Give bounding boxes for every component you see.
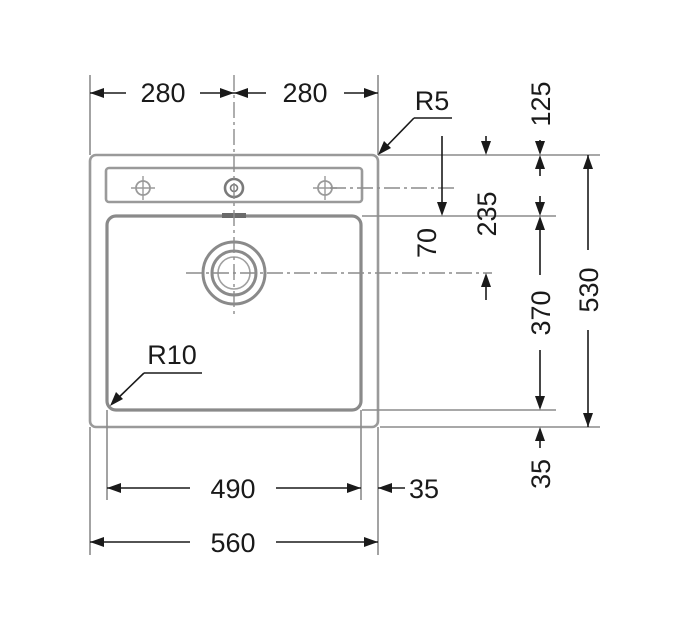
- tap-hole-left-icon: [131, 176, 155, 200]
- dimension-top: [90, 88, 378, 98]
- label-tap-offset-top: 125: [526, 81, 556, 126]
- dimension-bowl-width: [107, 483, 405, 493]
- label-corner-radius-outer: R5: [415, 86, 450, 116]
- label-corner-radius-bowl: R10: [147, 340, 197, 370]
- label-total-width: 560: [210, 528, 255, 558]
- label-rim-bottom: 35: [526, 459, 556, 489]
- sink-outer-edge: [88, 153, 380, 429]
- label-bowl-depth: 370: [526, 290, 556, 335]
- center-lines: [186, 75, 492, 318]
- dimension-235: [481, 136, 491, 300]
- dimension-70: [437, 136, 447, 216]
- extension-lines: [89, 75, 600, 555]
- label-top-left-half: 280: [140, 78, 185, 108]
- dimension-labels: 280 280 R5 R10 490 35 560 125 70 235 370…: [140, 78, 604, 558]
- label-rim-right: 35: [409, 474, 439, 504]
- label-tap-to-drain: 235: [472, 191, 502, 236]
- label-tap-to-bowl-top: 70: [412, 228, 442, 258]
- leader-r10: [110, 372, 202, 406]
- dimension-total-depth: [583, 155, 593, 427]
- dimension-total-width: [90, 537, 378, 547]
- label-total-depth: 530: [574, 267, 604, 312]
- label-bowl-width: 490: [210, 474, 255, 504]
- leader-r5: [378, 117, 452, 155]
- dimension-right-inner: [535, 140, 545, 448]
- label-top-right-half: 280: [282, 78, 327, 108]
